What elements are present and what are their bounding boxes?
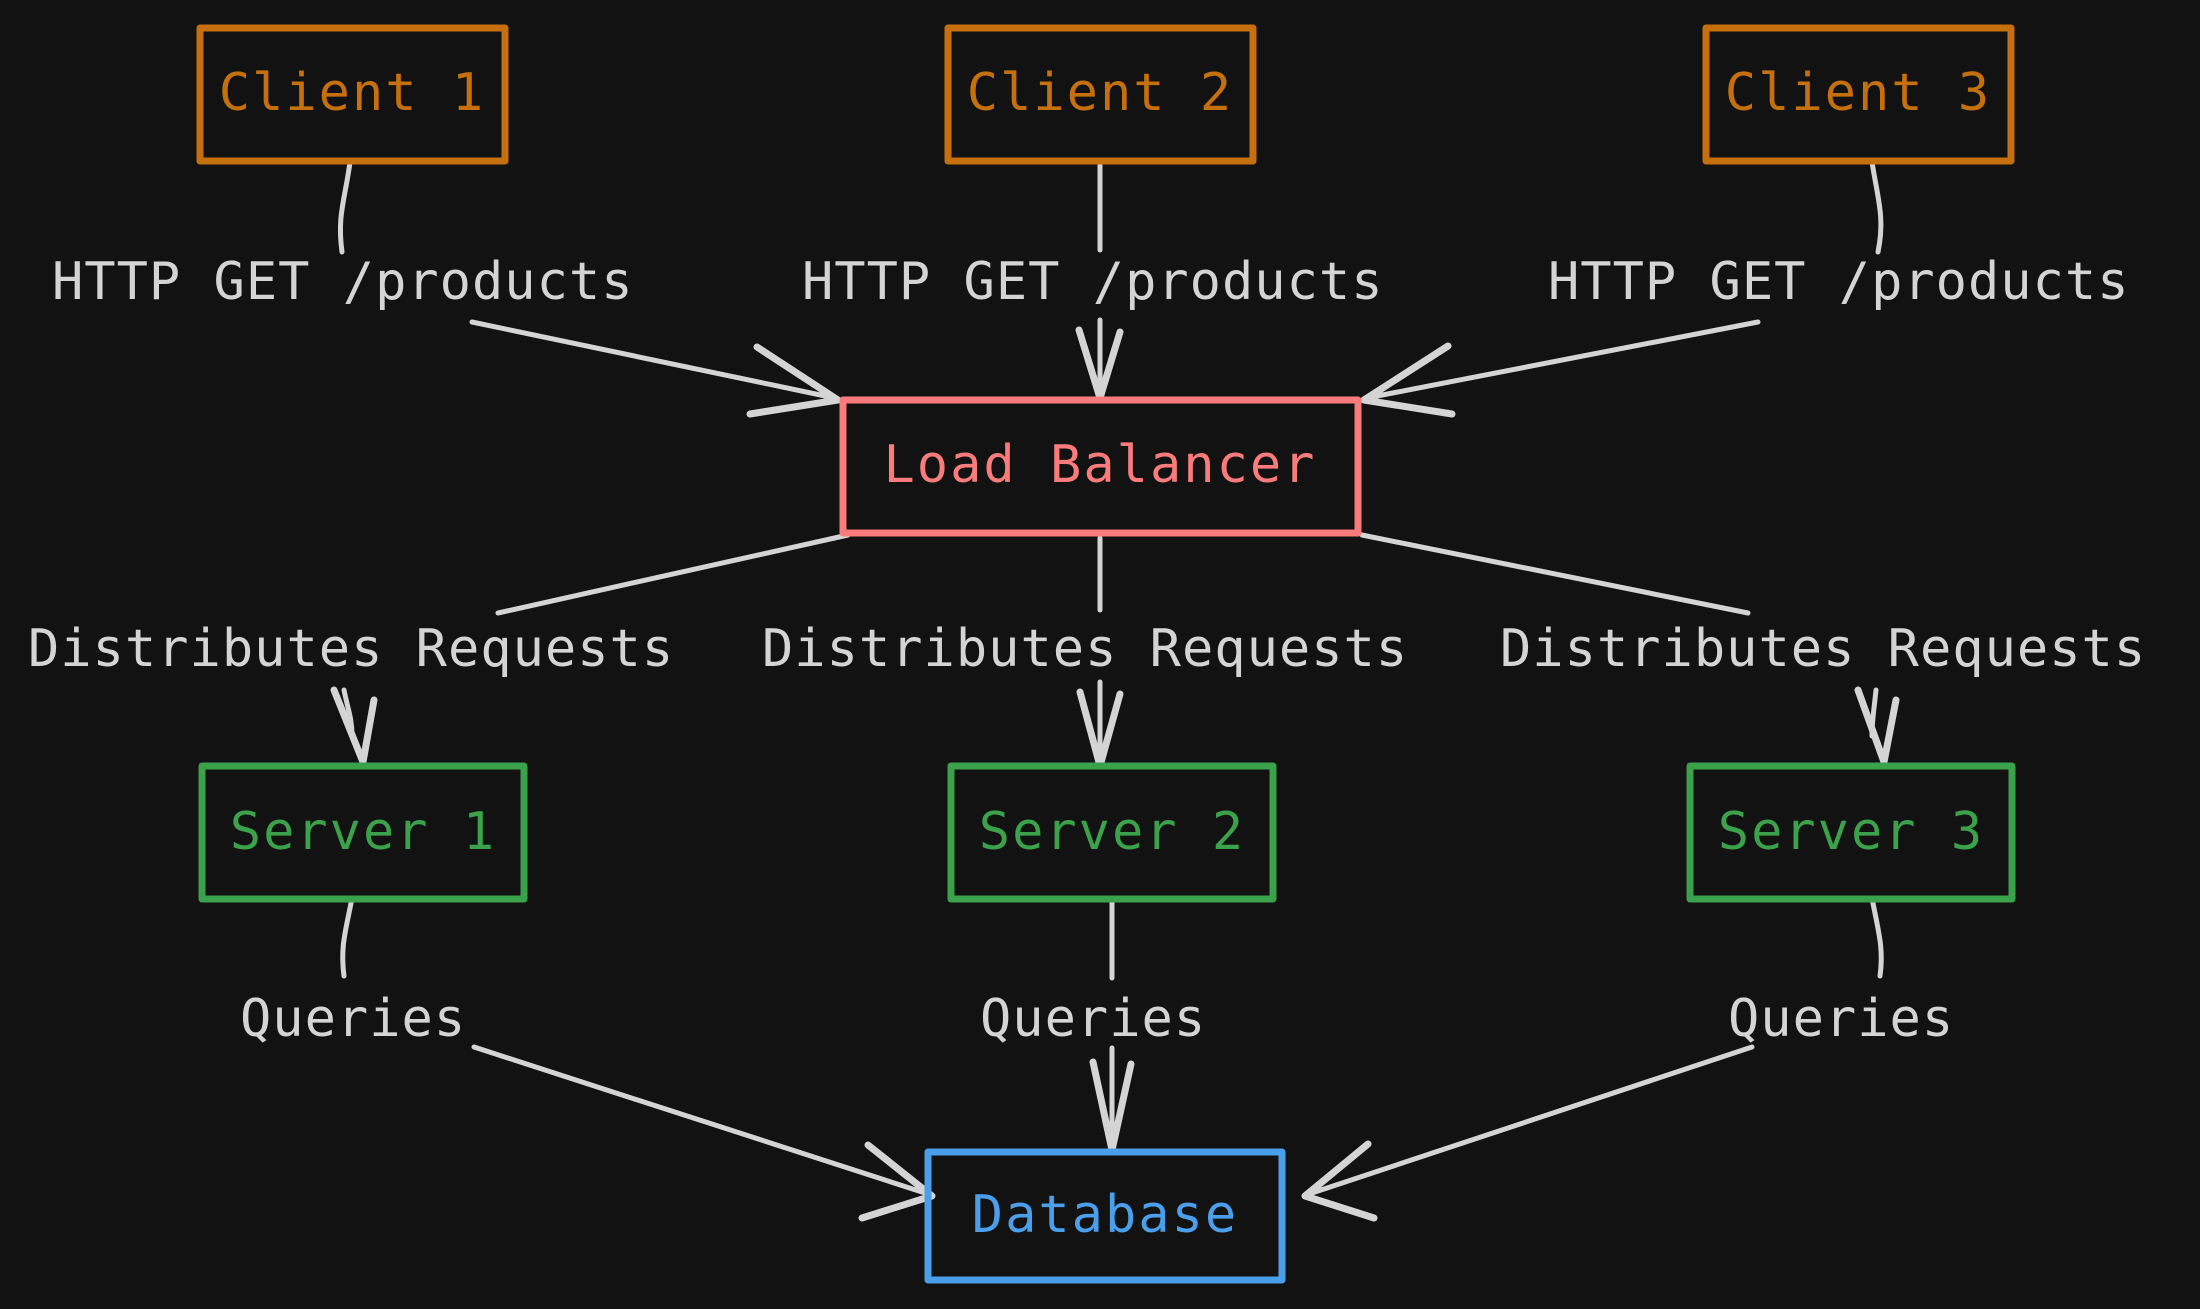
edge-label-lb-server2: Distributes Requests [762,619,1408,679]
server-1-label: Server 1 [230,802,496,862]
client-1-box[interactable] [196,24,509,165]
node-database[interactable]: Database [924,1148,1286,1284]
edge-label-client1-lb: HTTP GET /products [52,252,634,312]
edge-line-lb-server3-main [1359,532,1751,616]
client-2-label: Client 2 [967,63,1233,123]
load-balancer-label: Load Balancer [884,435,1317,495]
edge-label-client2-lb: HTTP GET /products [802,252,1384,312]
edge-label-server3-db: Queries [1728,989,1954,1049]
edge-arrowhead-server1-db [858,1141,936,1222]
client-3-label: Client 3 [1725,63,1991,123]
edge-line-server1-db-main [471,1044,928,1196]
client-1-label: Client 1 [219,63,485,123]
edge-labels-client-to-lb: HTTP GET /products HTTP GET /products HT… [52,252,2130,312]
edge-line-server3-db-stub [1869,895,1884,979]
database-box[interactable] [924,1148,1286,1284]
edge-labels-servers-to-db: Queries Queries Queries [240,989,1954,1049]
edge-line-server3-db-main [1309,1044,1755,1196]
server-1-box[interactable] [198,762,528,903]
server-3-label: Server 3 [1718,802,1984,862]
edge-client1-to-loadbalancer [337,159,842,418]
load-balancer-box[interactable] [839,396,1362,537]
node-client-3[interactable]: Client 3 [1702,24,2015,165]
edge-arrowhead-lb-server1 [330,686,378,766]
edge-line-server1-db-stub [340,895,355,979]
node-client-1[interactable]: Client 1 [196,24,509,165]
edge-line-client3-lb-main [1369,319,1761,400]
edge-line-client1-lb-stub [337,159,353,255]
edge-label-server2-db: Queries [980,989,1206,1049]
server-2-label: Server 2 [979,802,1245,862]
node-client-2[interactable]: Client 2 [944,24,1257,165]
client-2-box[interactable] [944,24,1257,165]
client-3-box[interactable] [1702,24,2015,165]
edge-label-lb-server3: Distributes Requests [1500,619,2146,679]
edge-label-client3-lb: HTTP GET /products [1548,252,2130,312]
node-load-balancer[interactable]: Load Balancer [839,396,1362,537]
node-server-3[interactable]: Server 3 [1686,762,2016,903]
edge-loadbalancer-to-server1 [330,532,851,766]
edge-arrowhead-server3-db [1301,1140,1378,1222]
edge-loadbalancer-to-server3 [1359,532,1900,766]
server-3-box[interactable] [1686,762,2016,903]
edge-server1-to-database [340,895,936,1222]
node-server-1[interactable]: Server 1 [198,762,528,903]
node-server-2[interactable]: Server 2 [947,762,1277,903]
database-label: Database [972,1185,1238,1245]
edge-line-client1-lb-main [469,319,833,400]
edge-label-lb-server1: Distributes Requests [28,619,674,679]
edge-line-lb-server1-main [495,532,851,616]
server-2-box[interactable] [947,762,1277,903]
edge-arrowhead-lb-server3 [1854,686,1900,766]
edge-arrowhead-client3-lb [1360,342,1456,418]
edge-arrowhead-client1-lb [746,343,842,418]
edge-server3-to-database [1301,895,1884,1222]
edge-client3-to-loadbalancer [1360,159,1884,418]
edge-labels-lb-to-servers: Distributes Requests Distributes Request… [28,619,2146,679]
edge-line-client3-lb-stub [1869,159,1884,255]
edge-label-server1-db: Queries [240,989,466,1049]
